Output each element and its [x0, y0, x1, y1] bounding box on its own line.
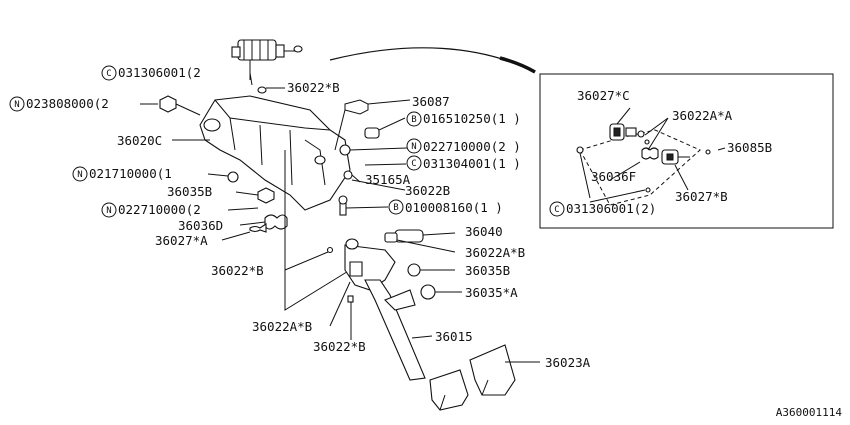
prefix-b-1: B	[411, 115, 416, 125]
label-023808000: 023808000(2	[26, 96, 109, 111]
label-021710000: 021710000(1	[89, 166, 172, 181]
clutch-pedal-36015	[326, 229, 436, 381]
prefix-b-2: B	[393, 203, 398, 213]
master-cylinder	[231, 39, 303, 80]
prefix-n-3: N	[77, 170, 82, 180]
inset-box	[539, 73, 834, 229]
label-36022ab-a: 36022A*B	[465, 245, 525, 260]
label-36035a: 36035*A	[465, 285, 518, 300]
label-031306001-top: 031306001(2	[118, 65, 201, 80]
prefix-c-2: C	[411, 159, 416, 169]
label-031304001: 031304001(1 )	[423, 156, 521, 171]
label-36035b-b: 36035B	[465, 263, 510, 278]
prefix-c-1: C	[106, 69, 111, 79]
label-010008160: 010008160(1 )	[405, 200, 503, 215]
label-36020c: 36020C	[117, 133, 162, 148]
leader-lines	[140, 72, 540, 363]
label-36022b-d: 36022*B	[313, 339, 366, 354]
prefix-n-4: N	[106, 206, 111, 216]
label-36040: 36040	[465, 224, 503, 239]
label-36015: 36015	[435, 329, 473, 344]
pedal-pads	[429, 344, 516, 411]
label-016510250: 016510250(1 )	[423, 111, 521, 126]
label-inset-36027c: 36027*C	[577, 88, 630, 103]
label-inset-031306001: 031306001(2)	[566, 201, 656, 216]
bracket-fasteners	[159, 86, 380, 233]
label-022710000-a: 022710000(2 )	[423, 139, 521, 154]
labels: C 031306001(2 36022*B N 023808000(2 3608…	[9, 65, 843, 419]
label-inset-36027b: 36027*B	[675, 189, 728, 204]
prefix-n-2: N	[411, 142, 416, 152]
label-36023a: 36023A	[545, 355, 591, 370]
label-36022b-a: 36022*B	[287, 80, 340, 95]
label-36027a: 36027*A	[155, 233, 208, 248]
label-35165a: 35165A	[365, 172, 411, 187]
label-inset-36022aa: 36022A*A	[672, 108, 733, 123]
label-022710000-b: 022710000(2	[118, 202, 201, 217]
frame-line	[284, 150, 351, 311]
label-inset-36036f: 36036F	[591, 169, 636, 184]
prefix-c-3: C	[554, 205, 559, 215]
diagram-code: A360001114	[776, 406, 843, 419]
label-36087: 36087	[412, 94, 450, 109]
label-36022ab-b: 36022A*B	[252, 319, 312, 334]
bracket-36020c	[199, 95, 351, 211]
label-36036d: 36036D	[178, 218, 223, 233]
label-36022b-c: 36022*B	[211, 263, 264, 278]
label-inset-36085b: 36085B	[727, 140, 772, 155]
label-36035b-a: 36035B	[167, 184, 212, 199]
prefix-n-1: N	[14, 100, 19, 110]
label-36022b-b: 36022B	[405, 183, 450, 198]
